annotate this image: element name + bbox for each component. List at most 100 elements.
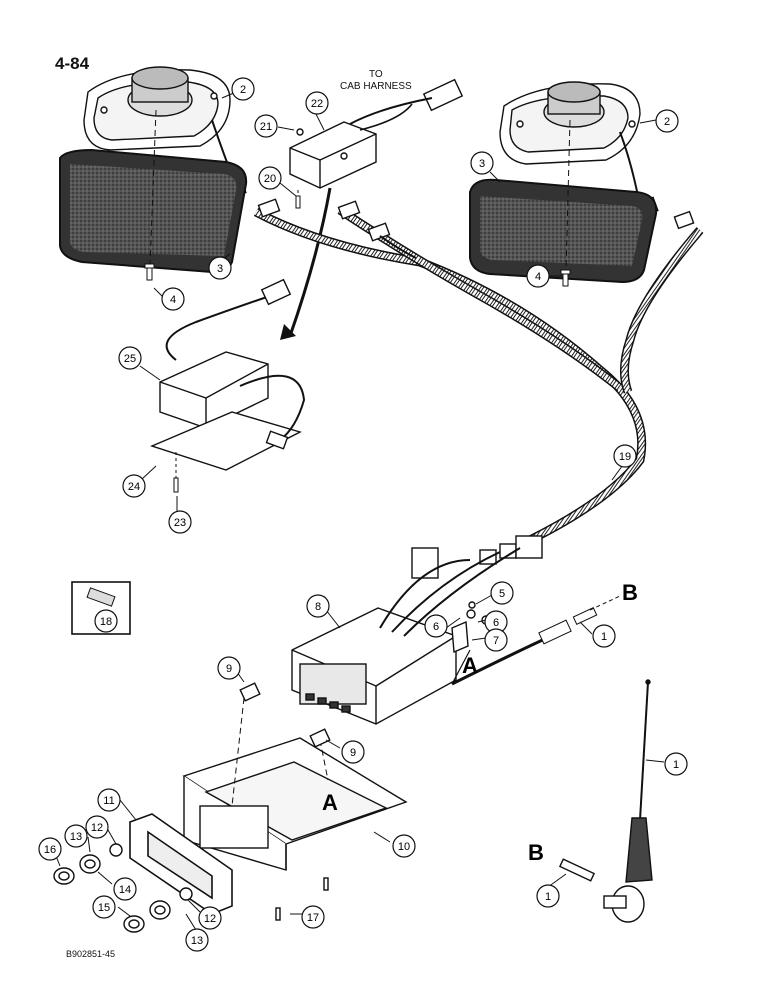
callout-circle: [85, 815, 109, 839]
callout-c1c: 1: [536, 884, 560, 908]
callout-c11: 11: [97, 788, 121, 812]
callout-c13b: 13: [185, 928, 209, 952]
callout-circle: [258, 166, 282, 190]
callout-number: 20: [264, 173, 276, 185]
callout-c4-right: 4: [526, 264, 550, 288]
callout-circle: [118, 346, 142, 370]
callout-c3-right: 3: [470, 151, 494, 175]
callout-circle: [613, 444, 637, 468]
callout-number: 5: [499, 588, 505, 600]
callout-c1b: 1: [664, 752, 688, 776]
callout-number: 13: [191, 935, 203, 947]
callout-number: 12: [204, 913, 216, 925]
callout-circle: [92, 895, 116, 919]
callout-number: 3: [479, 158, 485, 170]
antenna-1: [558, 679, 653, 923]
callout-c2-left: 2: [231, 77, 255, 101]
callout-number: 3: [217, 263, 223, 275]
callout-circle: [490, 581, 514, 605]
callout-c19: 19: [613, 444, 637, 468]
callout-number: 25: [124, 353, 136, 365]
callout-c12a: 12: [85, 815, 109, 839]
harness-connectors: [257, 198, 417, 259]
callout-c9b: 9: [341, 740, 365, 764]
right-screw-4: [560, 269, 571, 287]
callout-number: 13: [70, 831, 82, 843]
callout-number: 21: [260, 121, 272, 133]
callout-circle: [217, 656, 241, 680]
leader-a: [451, 649, 471, 685]
callout-circle: [484, 628, 508, 652]
callout-c4-left: 4: [161, 287, 185, 311]
callout-number: 9: [350, 747, 356, 759]
callout-c14: 14: [113, 877, 137, 901]
callout-number: 22: [311, 98, 323, 110]
callout-c10: 10: [392, 834, 416, 858]
callout-number: 7: [493, 635, 499, 647]
to-cab-harness-line1: TO: [368, 69, 383, 80]
callout-circle: [424, 614, 448, 638]
knobs-13-14-15-16: [53, 843, 193, 933]
callout-circle: [254, 114, 278, 138]
junction-module-22: [289, 78, 464, 189]
to-cab-harness-line2: CAB HARNESS: [340, 81, 412, 92]
catalog-number: B902851-45: [66, 949, 116, 959]
callout-circle: [392, 834, 416, 858]
callout-c21: 21: [254, 114, 278, 138]
callout-number: 6: [433, 621, 439, 633]
callout-number: 16: [44, 844, 56, 856]
callout-c16: 16: [38, 837, 62, 861]
callout-number: 15: [98, 902, 110, 914]
radio-unit-8: [291, 535, 543, 725]
mounting-tray-10: [182, 737, 408, 871]
face-plate-11: [129, 813, 233, 915]
callout-circle: [161, 287, 185, 311]
callout-number: 2: [664, 116, 670, 128]
amplifier-25: [150, 278, 306, 471]
callout-circle: [231, 77, 255, 101]
callout-circle: [208, 256, 232, 280]
callout-circle: [305, 91, 329, 115]
callout-c17: 17: [301, 905, 325, 929]
callout-c12b: 12: [198, 906, 222, 930]
screw-20: [295, 195, 301, 209]
letter-b-top: B: [622, 580, 638, 605]
letter-a-radio: A: [462, 653, 478, 678]
callout-circle: [526, 264, 550, 288]
callout-circle: [470, 151, 494, 175]
callout-number: 19: [619, 451, 631, 463]
callout-number: 12: [91, 822, 103, 834]
callout-circle: [655, 109, 679, 133]
screws-9-17: [239, 682, 331, 921]
callout-c9a: 9: [217, 656, 241, 680]
bracket-7: [451, 601, 491, 654]
screw-23: [173, 477, 179, 493]
callout-circle: [113, 877, 137, 901]
callout-circle: [198, 906, 222, 930]
callout-number: 14: [119, 884, 131, 896]
radio-buttons: [305, 693, 351, 713]
letter-a-tray: A: [322, 790, 338, 815]
callout-number: 24: [128, 481, 140, 493]
callout-circle: [94, 609, 118, 633]
callout-c15: 15: [92, 895, 116, 919]
callout-c20: 20: [258, 166, 282, 190]
callout-circle: [185, 928, 209, 952]
callout-c1a: 1: [592, 624, 616, 648]
left-speaker-grille: [59, 148, 248, 274]
callout-circle: [306, 594, 330, 618]
callout-number: 23: [174, 517, 186, 529]
callout-circle: [536, 884, 560, 908]
callout-number: 4: [535, 271, 541, 283]
callout-number: 8: [315, 601, 321, 613]
callout-number: 1: [673, 759, 679, 771]
callout-number: 1: [601, 631, 607, 643]
callout-number: 17: [307, 912, 319, 924]
callout-number: 10: [398, 841, 410, 853]
callout-c7: 7: [484, 628, 508, 652]
callout-c6a: 6: [424, 614, 448, 638]
callout-circle: [38, 837, 62, 861]
callout-number: 18: [100, 616, 112, 628]
callout-c13a: 13: [64, 824, 88, 848]
